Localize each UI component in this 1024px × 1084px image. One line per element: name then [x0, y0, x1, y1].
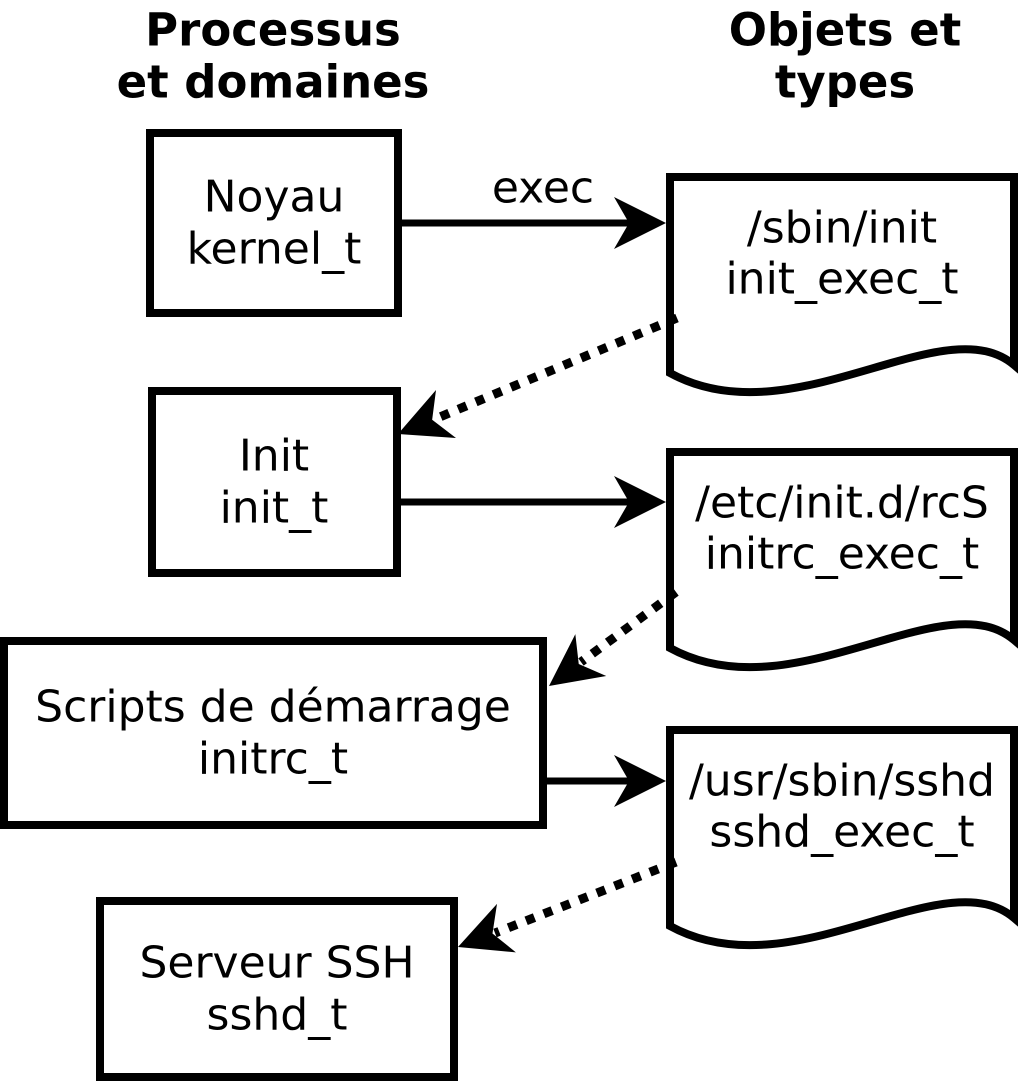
process-sshd-name: Serveur SSH	[139, 938, 414, 989]
arrowhead-icon	[398, 390, 456, 439]
arrowhead-icon	[458, 903, 516, 953]
object-node-initrc-exec: /etc/init.d/rcS initrc_exec_t	[666, 448, 1018, 672]
process-initrc-type: initrc_t	[198, 734, 348, 785]
object-init-exec-path: /sbin/init	[747, 203, 937, 254]
exec-arrow-kernel-to-init: exec	[398, 163, 666, 249]
document-shape-sshd-exec	[666, 726, 1018, 950]
arrowhead-icon	[614, 476, 666, 528]
transition-arrow-line-2	[578, 588, 679, 666]
object-node-init-exec: /sbin/init init_exec_t	[666, 173, 1018, 397]
document-shape-initrc-exec	[666, 448, 1018, 672]
column-header-processes-line2: et domaines	[117, 56, 430, 109]
process-node-kernel: Noyau kernel_t	[146, 129, 402, 317]
object-init-exec-type: init_exec_t	[725, 254, 958, 305]
object-initrc-exec-path: /etc/init.d/rcS	[695, 478, 989, 529]
column-header-objects-line1: Objets et	[729, 4, 961, 57]
process-kernel-name: Noyau	[204, 172, 345, 223]
process-kernel-type: kernel_t	[187, 224, 362, 275]
process-init-type: init_t	[220, 483, 329, 534]
transition-arrow-initrc-exec-to-initrc	[549, 588, 679, 686]
process-box-init	[148, 387, 401, 577]
process-sshd-type: sshd_t	[207, 990, 348, 1041]
process-init-name: Init	[239, 431, 309, 482]
transition-arrow-init-exec-to-init	[398, 313, 679, 439]
document-shape-init-exec	[666, 173, 1018, 397]
exec-arrow-initrc-to-sshd	[543, 755, 666, 807]
column-header-processes-line1: Processus	[145, 4, 401, 57]
object-sshd-exec-path: /usr/sbin/sshd	[689, 756, 995, 807]
transition-arrow-line-3	[493, 857, 678, 938]
process-box-kernel	[146, 129, 402, 317]
exec-arrow-init-to-initrc	[397, 476, 666, 528]
object-node-sshd-exec: /usr/sbin/sshd sshd_exec_t	[666, 726, 1018, 950]
object-initrc-exec-type: initrc_exec_t	[705, 529, 979, 580]
process-initrc-name: Scripts de démarrage	[35, 682, 511, 733]
process-node-initrc: Scripts de démarrage initrc_t	[0, 637, 547, 829]
arrowhead-icon	[614, 755, 666, 807]
arrowhead-icon	[549, 634, 607, 686]
process-box-sshd	[96, 897, 458, 1081]
object-sshd-exec-type: sshd_exec_t	[709, 807, 974, 858]
transition-arrow-line-1	[433, 313, 679, 424]
process-node-init: Init init_t	[148, 387, 401, 577]
process-node-sshd: Serveur SSH sshd_t	[96, 897, 458, 1081]
exec-arrow-label: exec	[492, 163, 594, 214]
column-header-objects-line2: types	[775, 56, 915, 109]
arrowhead-icon	[614, 197, 666, 249]
column-header-processes: Processus et domaines	[117, 4, 430, 109]
column-header-objects: Objets et types	[729, 4, 961, 109]
transition-arrow-sshd-exec-to-sshd	[458, 857, 678, 953]
process-box-initrc	[0, 637, 547, 829]
